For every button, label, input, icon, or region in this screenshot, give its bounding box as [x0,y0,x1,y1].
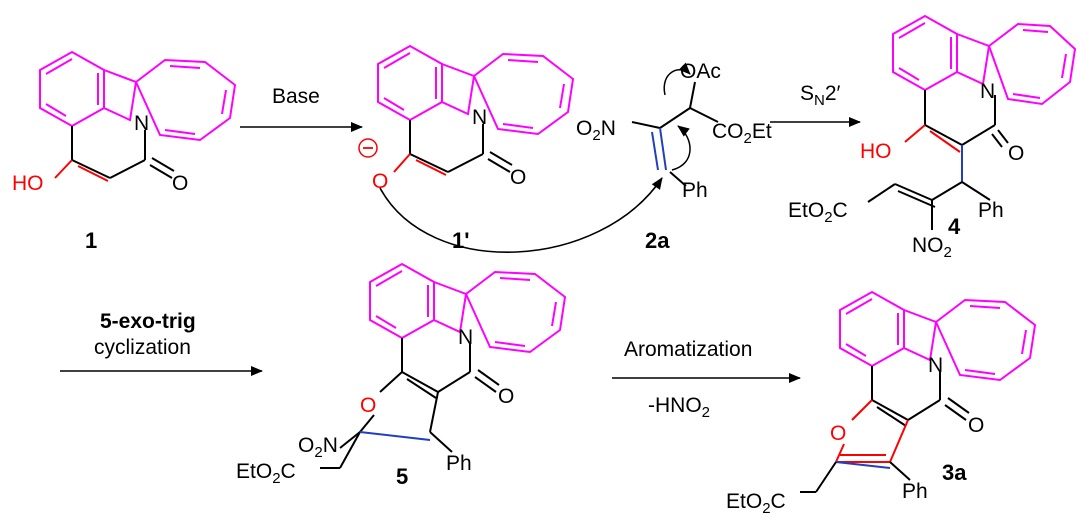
condition-cyclization: cyclization [94,336,191,359]
compound-1: N HO O 1 [12,50,237,253]
compound-1-prime-enolate-double-bond [415,159,447,176]
compound-1-prime-lactam-ring [409,120,513,173]
compound-1-c-oh-bond [54,159,73,179]
compound-5-dihydrofuran-ring [320,371,453,469]
condition-loss-hno2: -HNO2 [648,394,710,421]
compound-4-ph-label: Ph [978,199,1004,222]
compound-1-number: 1 [85,228,97,253]
compound-4-enol-double-bond [929,130,961,153]
compound-4-carbonyl-o: O [1008,142,1024,165]
compound-5-number: 5 [396,464,408,489]
compound-3a-lactam-ring [871,366,970,427]
compound-1-prime-c-o-bond [393,153,411,173]
compound-2a-alkene-bond [659,127,667,171]
compound-4-c-oh-bond [904,124,926,143]
compound-4-aromatic-rings [892,14,1077,106]
compound-5-carbonyl-o: O [498,385,514,408]
compound-2a-ph-label: Ph [682,179,708,202]
condition-base: Base [272,85,320,108]
leaving-group-curved-arrow [663,62,691,96]
compound-3a-n-atom: N [928,354,943,377]
compound-1-prime-carbonyl-o: O [510,166,526,189]
negative-charge-circle [358,138,378,158]
compound-2a-number: 2a [645,228,670,253]
compound-5: N O O O2N EtO2C Ph 5 [236,262,567,489]
compound-3a-number: 3a [942,460,967,485]
condition-sn2-prime: SN2′ [800,82,841,109]
compound-2a-alkene-bond-second [651,131,659,171]
condition-5-exo-trig: 5-exo-trig [100,310,196,333]
compound-5-new-ring-bond [359,431,431,441]
compound-4-eto2c-label: EtO2C [788,199,848,226]
compound-2a-co2et-label: CO2Et [712,120,772,147]
compound-1-prime-oxide-o: O [372,170,388,193]
compound-3a: N O O EtO2C Ph 3a [726,290,1037,517]
compound-1-enol-double-bond [77,165,109,182]
compound-1-carbonyl-o: O [172,172,188,195]
compound-3a-furan-c3-bond [835,461,891,469]
compound-2a: O2N OAc CO2Et Ph 2a [576,60,772,253]
compound-1-ho-label: HO [12,172,44,195]
compound-4-ho-label: HO [860,140,892,163]
compound-3a-furan-ring [835,399,909,463]
compound-2a-o2n-label: O2N [576,117,616,144]
compound-1-prime-number: 1' [452,228,469,253]
compound-3a-carbonyl-o: O [968,414,984,437]
compound-4: N HO O Ph EtO2C NO2 4 [788,14,1077,261]
compound-5-eto2c-label: EtO2C [236,460,296,487]
pi-bond-curved-arrow [671,125,691,171]
compound-4-n-atom: N [980,80,995,103]
compound-5-aromatic-rings [369,262,567,354]
compound-4-lactam-ring [924,90,1009,148]
compound-3a-aromatic-rings [839,290,1037,382]
compound-1-prime-aromatic-rings [377,44,575,136]
compound-4-no2-label: NO2 [912,234,952,261]
compound-3a-substituent-bonds [800,461,911,493]
compound-1-prime: N O O 1' [358,44,575,253]
compound-3a-ring-o: O [830,422,846,445]
compound-5-ph-label: Ph [446,452,472,475]
compound-5-o2n-label: O2N [298,434,338,461]
compound-1-n-atom: N [134,112,149,135]
condition-aromatization: Aromatization [624,338,752,361]
compound-1-lactam-ring [71,126,175,179]
compound-1-aromatic-rings [39,50,237,142]
compound-5-lactam-ring [401,338,500,399]
compound-2a-bonds [631,81,719,187]
compound-4-side-chain [867,181,991,230]
compound-3a-eto2c-label: EtO2C [726,490,786,517]
compound-4-number: 4 [948,214,961,239]
compound-5-ring-o: O [360,394,376,417]
compound-1-prime-n-atom: N [472,106,487,129]
nucleophilic-attack-curved-arrow [379,177,663,253]
compound-5-n-atom: N [458,326,473,349]
compound-3a-ph-label: Ph [902,480,928,503]
